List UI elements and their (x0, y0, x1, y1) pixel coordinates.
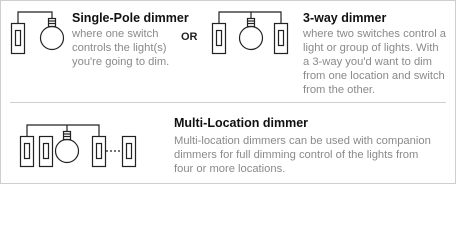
wall-switch-icon (91, 135, 107, 168)
wall-switch-icon (121, 135, 137, 168)
multi-location-diagram (19, 124, 137, 168)
or-label: OR (181, 31, 198, 43)
wall-switch-icon (38, 135, 54, 168)
three-way-diagram (211, 11, 289, 55)
single-pole-diagram (10, 11, 65, 55)
section-divider (10, 102, 446, 103)
three-way-description: where two switches control a light or gr… (303, 28, 447, 96)
single-pole-description: where one switch controls the light(s) y… (72, 28, 170, 68)
wall-switch-icon (10, 22, 26, 55)
wire-icon (26, 124, 100, 137)
three-way-title: 3-way dimmer (303, 11, 387, 25)
wall-switch-icon (19, 135, 35, 168)
multi-location-title: Multi-Location dimmer (174, 116, 309, 130)
light-bulb-icon (238, 17, 264, 51)
diagram-frame (0, 0, 456, 184)
wall-switch-icon (273, 22, 289, 55)
light-bulb-icon (39, 17, 65, 51)
light-bulb-icon (54, 130, 80, 164)
wire-icon (218, 11, 282, 24)
wall-switch-icon (211, 22, 227, 55)
single-pole-title: Single-Pole dimmer (72, 11, 189, 25)
multi-location-description: Multi-location dimmers can be used with … (174, 135, 431, 175)
wire-icon (17, 11, 53, 24)
